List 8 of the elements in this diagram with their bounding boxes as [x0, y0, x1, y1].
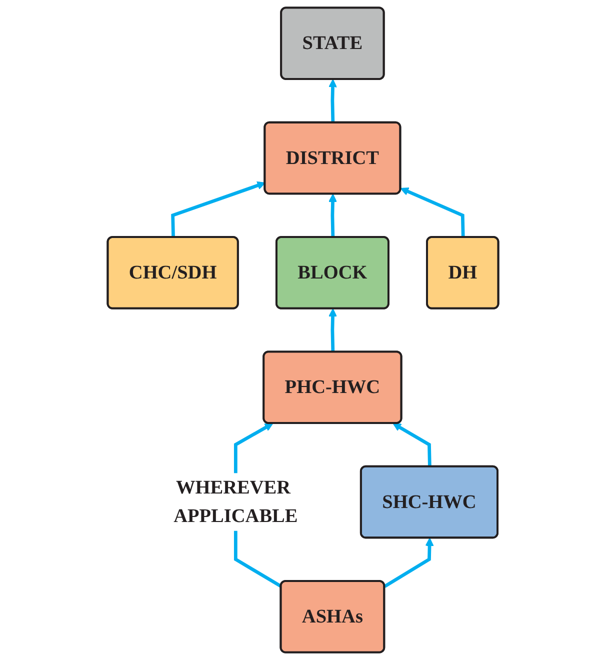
edge-label: WHEREVER APPLICABLE	[174, 476, 298, 528]
arrow	[392, 423, 432, 467]
arrow	[384, 538, 434, 588]
arrow	[400, 188, 465, 238]
arrow	[328, 194, 337, 238]
arrow	[328, 79, 337, 123]
arrow	[328, 308, 337, 352]
arrow	[171, 181, 266, 238]
